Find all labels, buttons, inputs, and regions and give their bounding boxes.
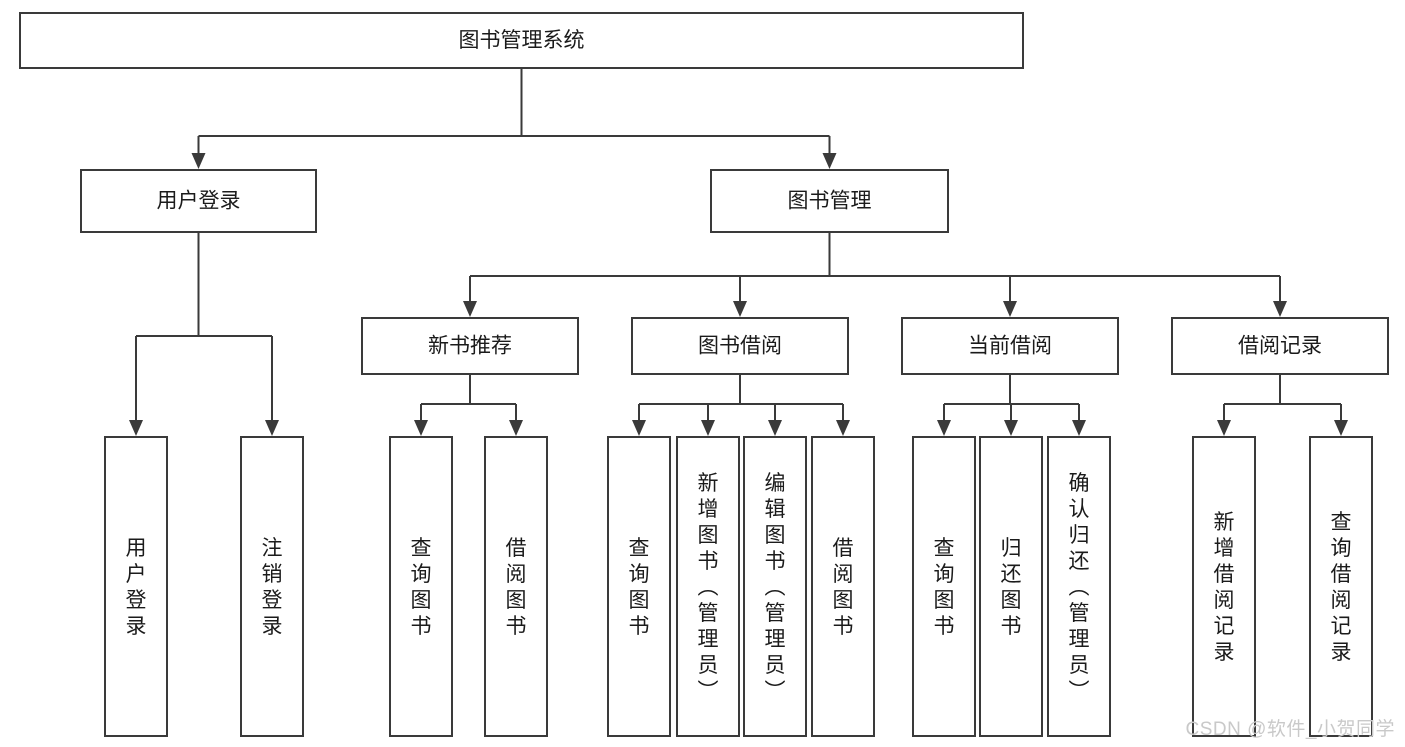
node-leaf-borrow-book-1[interactable]: 借阅图书: [483, 435, 549, 738]
node-box[interactable]: [900, 316, 1120, 376]
node-label: 当前借阅: [968, 335, 1052, 358]
connector-group: [632, 374, 850, 436]
node-box[interactable]: [483, 435, 549, 738]
node-leaf-query-record[interactable]: 查询借阅记录: [1308, 435, 1374, 738]
node-leaf-return-book[interactable]: 归还图书: [978, 435, 1044, 738]
node-layer: 图书管理系统用户登录图书管理新书推荐图书借阅当前借阅借阅记录用户登录注销登录查询…: [18, 11, 1390, 738]
node-box[interactable]: [630, 316, 850, 376]
node-book-borrow[interactable]: 图书借阅: [630, 316, 850, 376]
node-label: 编辑图书︵管理员︶: [765, 472, 786, 703]
node-label: 确认归还︵管理员︶: [1069, 472, 1090, 703]
node-box[interactable]: [709, 168, 950, 234]
node-current-borrow[interactable]: 当前借阅: [900, 316, 1120, 376]
node-label: 图书管理: [788, 190, 872, 213]
node-leaf-borrow-book-2[interactable]: 借阅图书: [810, 435, 876, 738]
connector-group: [191, 68, 837, 169]
arrow-head-icon: [768, 420, 782, 436]
node-book-manage[interactable]: 图书管理: [709, 168, 950, 234]
node-label: 查询图书: [934, 537, 955, 638]
node-label: 图书管理系统: [459, 29, 585, 52]
node-label: 新增借阅记录: [1214, 511, 1235, 664]
node-borrow-record[interactable]: 借阅记录: [1170, 316, 1390, 376]
node-leaf-add-book[interactable]: 新增图书︵管理员︶: [675, 435, 741, 738]
node-label: 查询图书: [629, 537, 650, 638]
connector-group: [1217, 374, 1348, 436]
node-label: 用户登录: [157, 190, 241, 213]
node-leaf-query-book-2[interactable]: 查询图书: [606, 435, 672, 738]
node-user-login[interactable]: 用户登录: [79, 168, 318, 234]
arrow-head-icon: [191, 153, 206, 169]
node-label: 用户登录: [126, 537, 147, 638]
arrow-head-icon: [265, 420, 279, 436]
connector-group: [937, 374, 1086, 436]
node-leaf-edit-book[interactable]: 编辑图书︵管理员︶: [742, 435, 808, 738]
node-box[interactable]: [1308, 435, 1374, 738]
connector-layer: [129, 68, 1348, 436]
arrow-head-icon: [1217, 420, 1231, 436]
arrow-head-icon: [632, 420, 646, 436]
node-box[interactable]: [1191, 435, 1257, 738]
node-label: 新增图书︵管理员︶: [698, 472, 719, 703]
csdn-watermark: CSDN @软件_小贺同学: [1185, 719, 1395, 740]
node-box[interactable]: [1170, 316, 1390, 376]
node-box[interactable]: [1046, 435, 1112, 738]
node-box[interactable]: [606, 435, 672, 738]
arrow-head-icon: [733, 301, 747, 317]
connector-group: [463, 232, 1287, 317]
node-box[interactable]: [103, 435, 169, 738]
node-new-book-rec[interactable]: 新书推荐: [360, 316, 580, 376]
node-leaf-user-login[interactable]: 用户登录: [103, 435, 169, 738]
node-root[interactable]: 图书管理系统: [18, 11, 1025, 70]
arrow-head-icon: [836, 420, 850, 436]
arrow-head-icon: [701, 420, 715, 436]
arrow-head-icon: [1004, 420, 1018, 436]
node-box[interactable]: [911, 435, 977, 738]
arrow-head-icon: [463, 301, 477, 317]
node-label: 查询借阅记录: [1331, 511, 1352, 664]
node-label: 注销登录: [262, 537, 283, 638]
arrow-head-icon: [937, 420, 951, 436]
node-leaf-add-record[interactable]: 新增借阅记录: [1191, 435, 1257, 738]
node-box[interactable]: [810, 435, 876, 738]
node-box[interactable]: [239, 435, 305, 738]
node-leaf-query-book-1[interactable]: 查询图书: [388, 435, 454, 738]
node-box[interactable]: [675, 435, 741, 738]
arrow-head-icon: [129, 420, 143, 436]
node-label: 借阅图书: [506, 537, 527, 638]
node-leaf-confirm-return[interactable]: 确认归还︵管理员︶: [1046, 435, 1112, 738]
node-box[interactable]: [360, 316, 580, 376]
arrow-head-icon: [1072, 420, 1086, 436]
arrow-head-icon: [822, 153, 837, 169]
node-leaf-logout[interactable]: 注销登录: [239, 435, 305, 738]
arrow-head-icon: [414, 420, 428, 436]
arrow-head-icon: [1273, 301, 1287, 317]
node-box[interactable]: [742, 435, 808, 738]
connector-group: [129, 232, 279, 436]
node-label: 图书借阅: [698, 335, 782, 358]
node-leaf-query-book-3[interactable]: 查询图书: [911, 435, 977, 738]
node-label: 归还图书: [1001, 537, 1022, 638]
node-box[interactable]: [79, 168, 318, 234]
node-label: 借阅记录: [1238, 335, 1322, 358]
node-box[interactable]: [388, 435, 454, 738]
node-label: 查询图书: [411, 537, 432, 638]
connector-group: [414, 374, 523, 436]
node-label: 新书推荐: [428, 335, 512, 358]
arrow-head-icon: [1003, 301, 1017, 317]
node-label: 借阅图书: [833, 537, 854, 638]
node-box[interactable]: [18, 11, 1025, 70]
arrow-head-icon: [509, 420, 523, 436]
arrow-head-icon: [1334, 420, 1348, 436]
node-box[interactable]: [978, 435, 1044, 738]
